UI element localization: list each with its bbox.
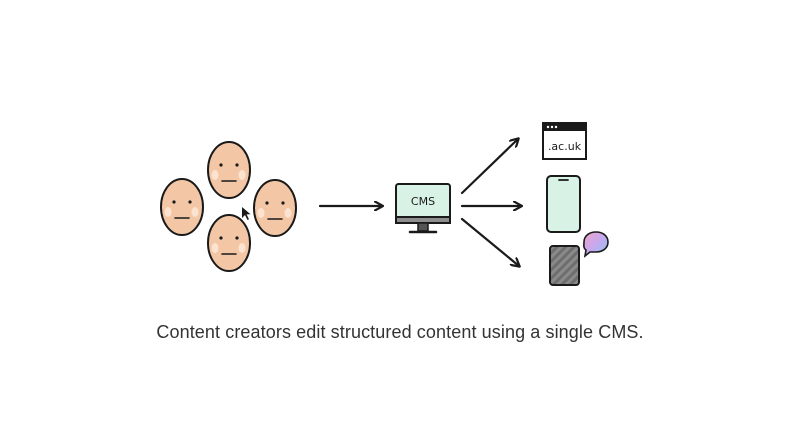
monitor-icon xyxy=(395,183,451,234)
speech-bubble-icon xyxy=(583,231,609,258)
face-icon-right xyxy=(253,179,297,237)
website-label: .ac.uk xyxy=(548,140,582,153)
arrow-icon-to-website xyxy=(460,139,518,195)
tablet-icon xyxy=(549,245,580,286)
arrow-icon-to-tablet xyxy=(460,217,519,266)
face-icon-bottom xyxy=(207,214,251,272)
cms-label: CMS xyxy=(411,195,435,208)
diagram-caption: Content creators edit structured content… xyxy=(156,322,644,342)
cursor-icon xyxy=(242,207,251,220)
face-icon-left xyxy=(160,178,204,236)
browser-window-icon xyxy=(542,122,587,160)
face-icon-top xyxy=(207,141,251,199)
phone-icon xyxy=(546,175,581,233)
